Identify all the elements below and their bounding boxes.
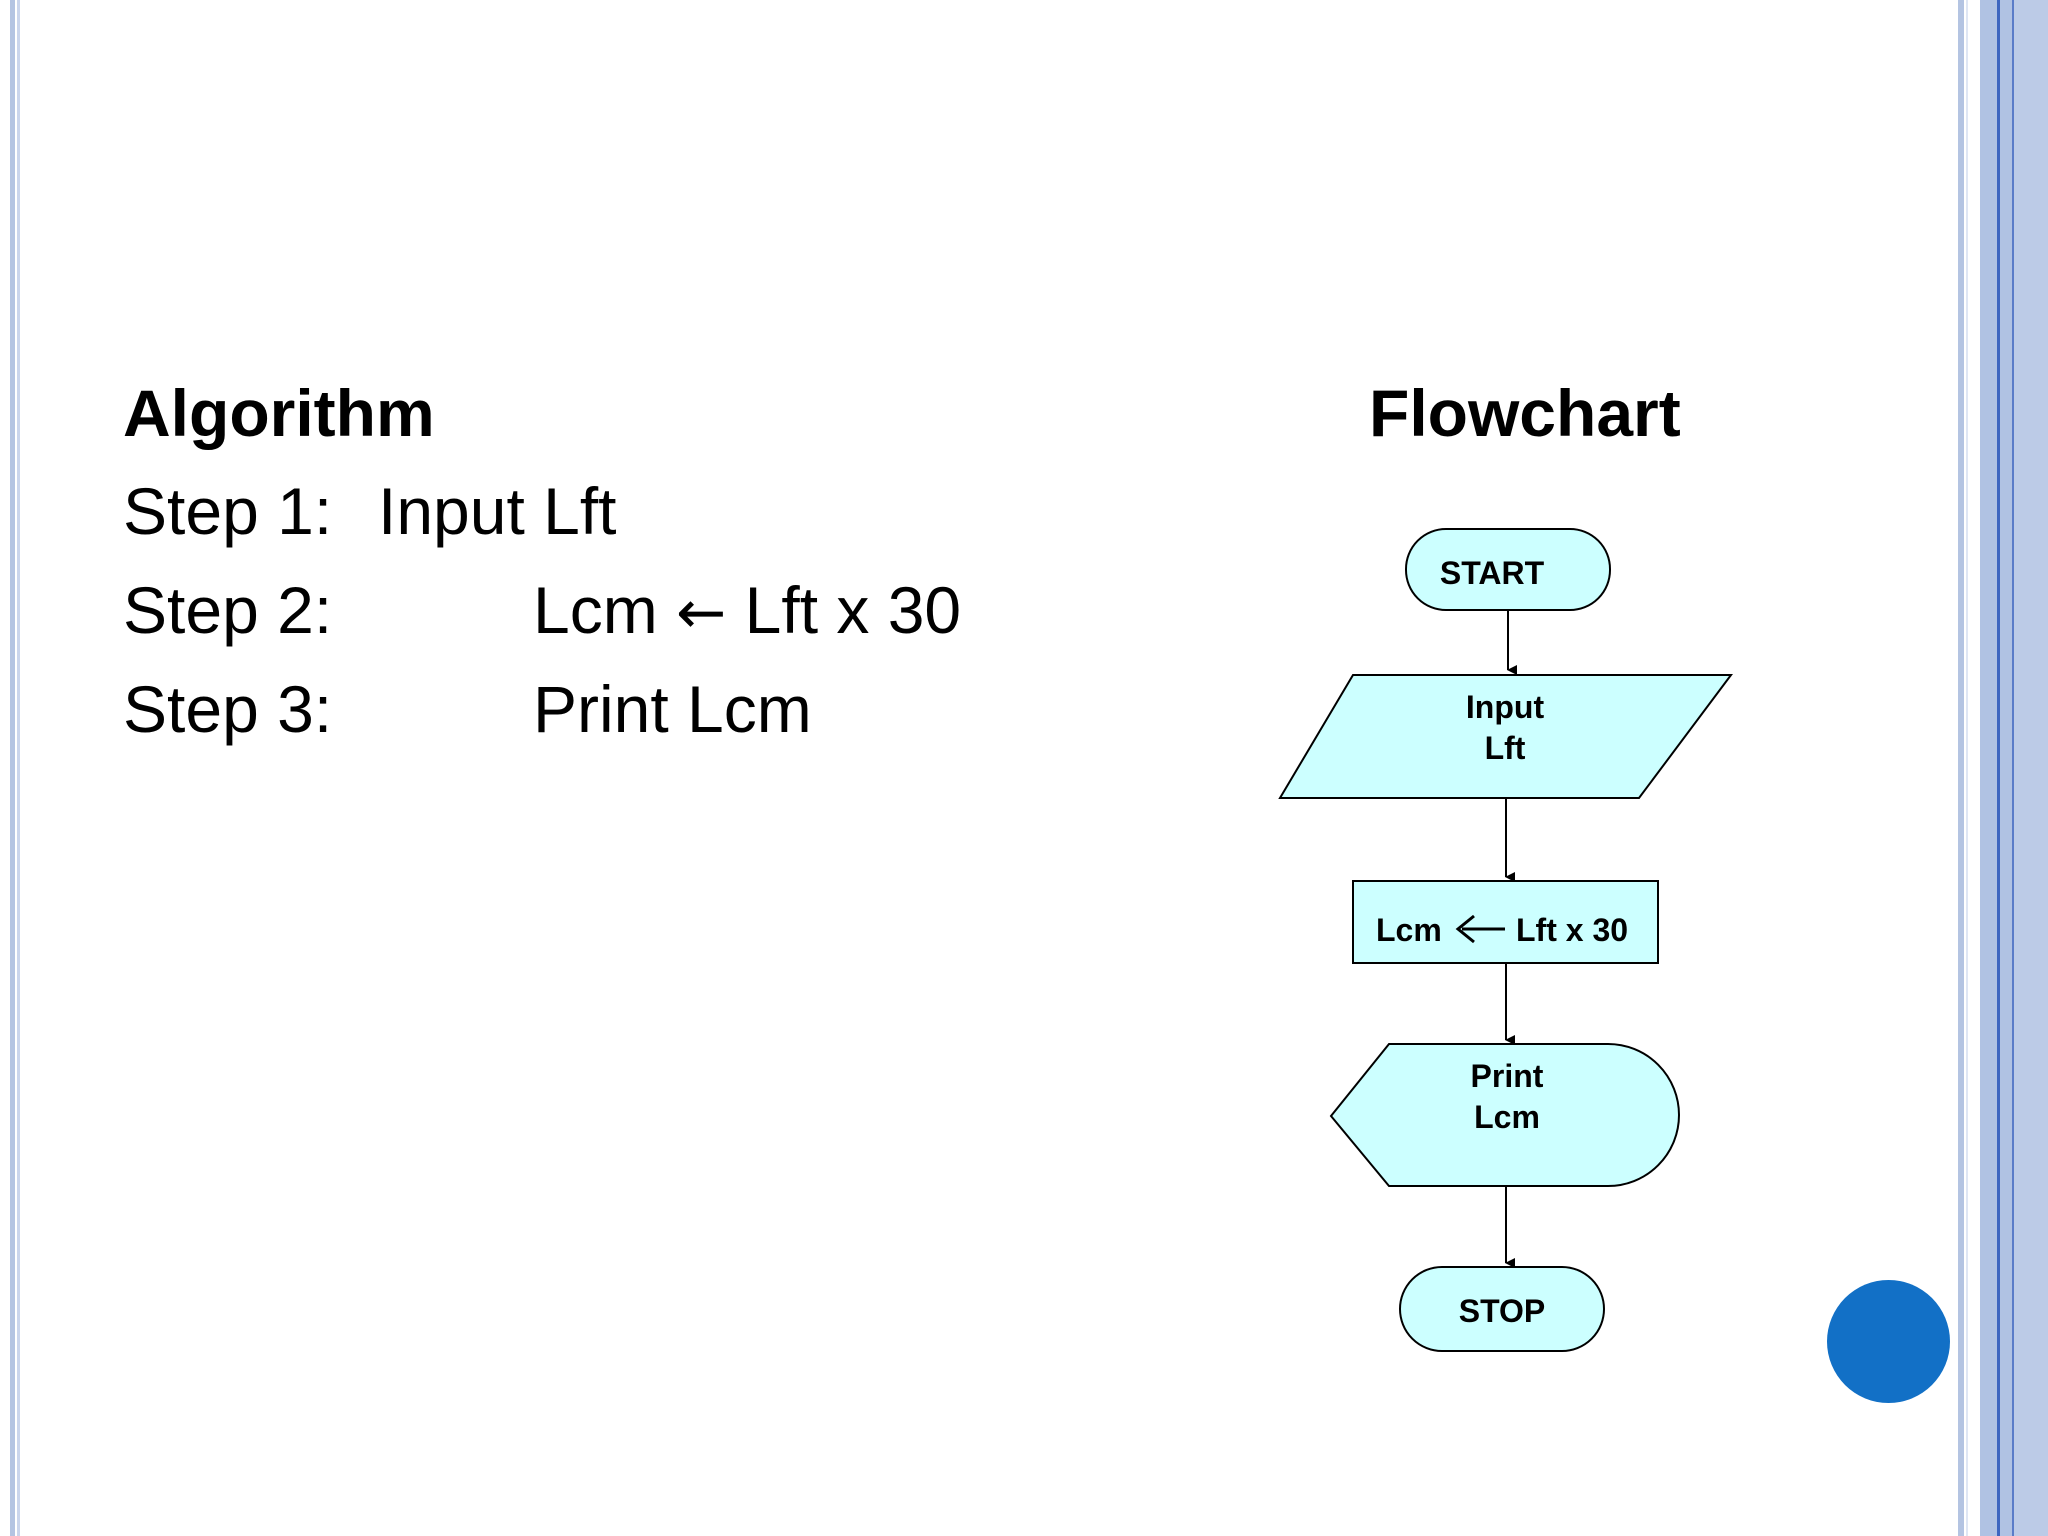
process-label-right: Lft x 30 (1516, 912, 1628, 948)
input-parallelogram (1278, 674, 1733, 799)
output-label-line2: Lcm (1474, 1099, 1540, 1135)
step-value: Print Lcm (533, 672, 812, 746)
step-label: Step 1: (123, 474, 333, 548)
stop-terminator (1399, 1266, 1605, 1352)
input-label-line2: Lft (1485, 730, 1526, 766)
process-label-left: Lcm (1376, 912, 1442, 948)
right-border-strip-2 (1966, 0, 1968, 1536)
accent-circle (1827, 1280, 1950, 1403)
right-border-strip-3 (1980, 0, 1997, 1536)
step-value-right: Lft x 30 (744, 573, 962, 647)
right-border-strip-7 (2014, 0, 2048, 1536)
right-border-strip-4 (1997, 0, 2000, 1536)
step-label: Step 2: (123, 573, 333, 647)
right-border-strip-5 (2000, 0, 2012, 1536)
input-label-line1: Input (1466, 689, 1545, 725)
process-rectangle (1352, 880, 1659, 964)
output-label-line1: Print (1471, 1058, 1544, 1094)
start-label: START (1440, 555, 1545, 591)
assign-arrowhead-icon (1455, 914, 1475, 944)
step-value-left: Lcm (533, 573, 658, 647)
assign-arrow-icon: ← (676, 578, 727, 648)
output-display-shape (1329, 1043, 1680, 1187)
algorithm-heading: Algorithm (123, 376, 435, 450)
left-border-strip-inner (17, 0, 20, 1536)
step-value: Input Lft (378, 474, 617, 548)
right-border-strip-6 (2012, 0, 2014, 1536)
flowchart-heading: Flowchart (1369, 376, 1681, 450)
right-border-strip-1 (1958, 0, 1964, 1536)
step-label: Step 3: (123, 672, 333, 746)
step-value: Lcm ← Lft x 30 (533, 577, 961, 643)
stop-label: STOP (1459, 1293, 1546, 1329)
left-border-strip (10, 0, 15, 1536)
